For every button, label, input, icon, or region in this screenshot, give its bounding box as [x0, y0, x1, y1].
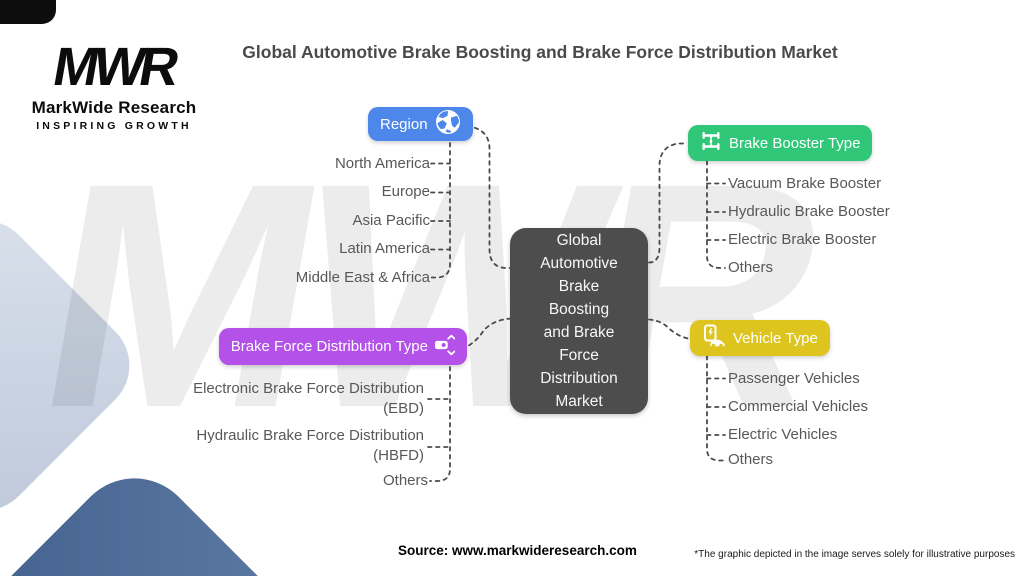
vehicle-item: Electric Vehicles: [728, 426, 838, 443]
globe-icon: [435, 109, 461, 139]
branch-node-brake-booster-type: Brake Booster Type: [688, 125, 873, 161]
connector-vehicle-vertical: [706, 355, 726, 462]
region-item: North America: [334, 155, 430, 172]
branch-node-region: Region: [368, 107, 473, 141]
branch-node-vehicle-type: Vehicle Type: [690, 320, 830, 356]
connector-center-to-booster: [648, 142, 688, 264]
region-item: Europe: [381, 183, 430, 200]
vehicle-item: Passenger Vehicles: [728, 370, 860, 387]
central-node-line: Automotive: [540, 255, 618, 272]
page-title: Global Automotive Brake Boosting and Bra…: [242, 42, 838, 62]
corner-accent-shape: [0, 0, 56, 24]
central-node-line: Brake: [558, 278, 600, 295]
disclaimer-text: *The graphic depicted in the image serve…: [694, 549, 1015, 560]
ev-charging-car-icon: [702, 324, 726, 352]
branch-node-label: Region: [380, 115, 428, 133]
central-node-line: Market: [555, 393, 603, 410]
branch-node-label: Vehicle Type: [733, 329, 818, 347]
branch-node-brake-force-distribution-type: Brake Force Distribution Type: [218, 328, 467, 365]
region-item: Middle East & Africa: [295, 269, 430, 286]
region-item: Latin America: [339, 240, 430, 257]
central-node-line: Boosting: [548, 301, 610, 318]
bfd-item: Others: [382, 472, 428, 489]
chassis-icon: [700, 130, 722, 156]
logo-monogram: MWR: [48, 37, 180, 97]
central-node-line: and Brake: [543, 324, 615, 341]
central-market-node: Global Automotive Brake Boosting and Bra…: [510, 228, 648, 414]
connector-center-to-vehicle: [648, 318, 689, 340]
brake-booster-item: Others: [728, 259, 774, 276]
force-distribution-icon: [435, 334, 456, 360]
vehicle-item: Others: [728, 451, 774, 468]
bfd-item: Hydraulic Brake Force Distribution (HBFD…: [196, 427, 424, 464]
source-text: Source: www.markwideresearch.com: [398, 543, 637, 558]
markwide-research-logo: MWR MarkWide Research INSPIRING GROWTH: [30, 37, 198, 132]
central-node-line: Force: [559, 347, 599, 364]
logo-name: MarkWide Research: [31, 98, 197, 117]
region-item: Asia Pacific: [352, 212, 430, 229]
vehicle-item: Commercial Vehicles: [728, 398, 869, 415]
connector-region-vertical: [430, 142, 451, 279]
connector-booster-vertical: [706, 160, 726, 269]
logo-tagline: INSPIRING GROWTH: [36, 120, 192, 132]
connector-center-to-bfd: [467, 317, 512, 347]
bfd-item: Electronic Brake Force Distribution (EBD…: [193, 380, 424, 417]
branch-node-label: Brake Force Distribution Type: [230, 338, 428, 355]
connector-region-to-center: [466, 125, 513, 269]
brake-booster-item: Electric Brake Booster: [728, 231, 877, 248]
connector-bfd-vertical: [429, 366, 451, 482]
central-node-line: Global: [556, 232, 602, 249]
brake-booster-item: Vacuum Brake Booster: [728, 175, 882, 192]
branch-node-label: Brake Booster Type: [729, 134, 861, 152]
central-node-line: Distribution: [540, 370, 618, 387]
brake-booster-item: Hydraulic Brake Booster: [728, 203, 890, 220]
